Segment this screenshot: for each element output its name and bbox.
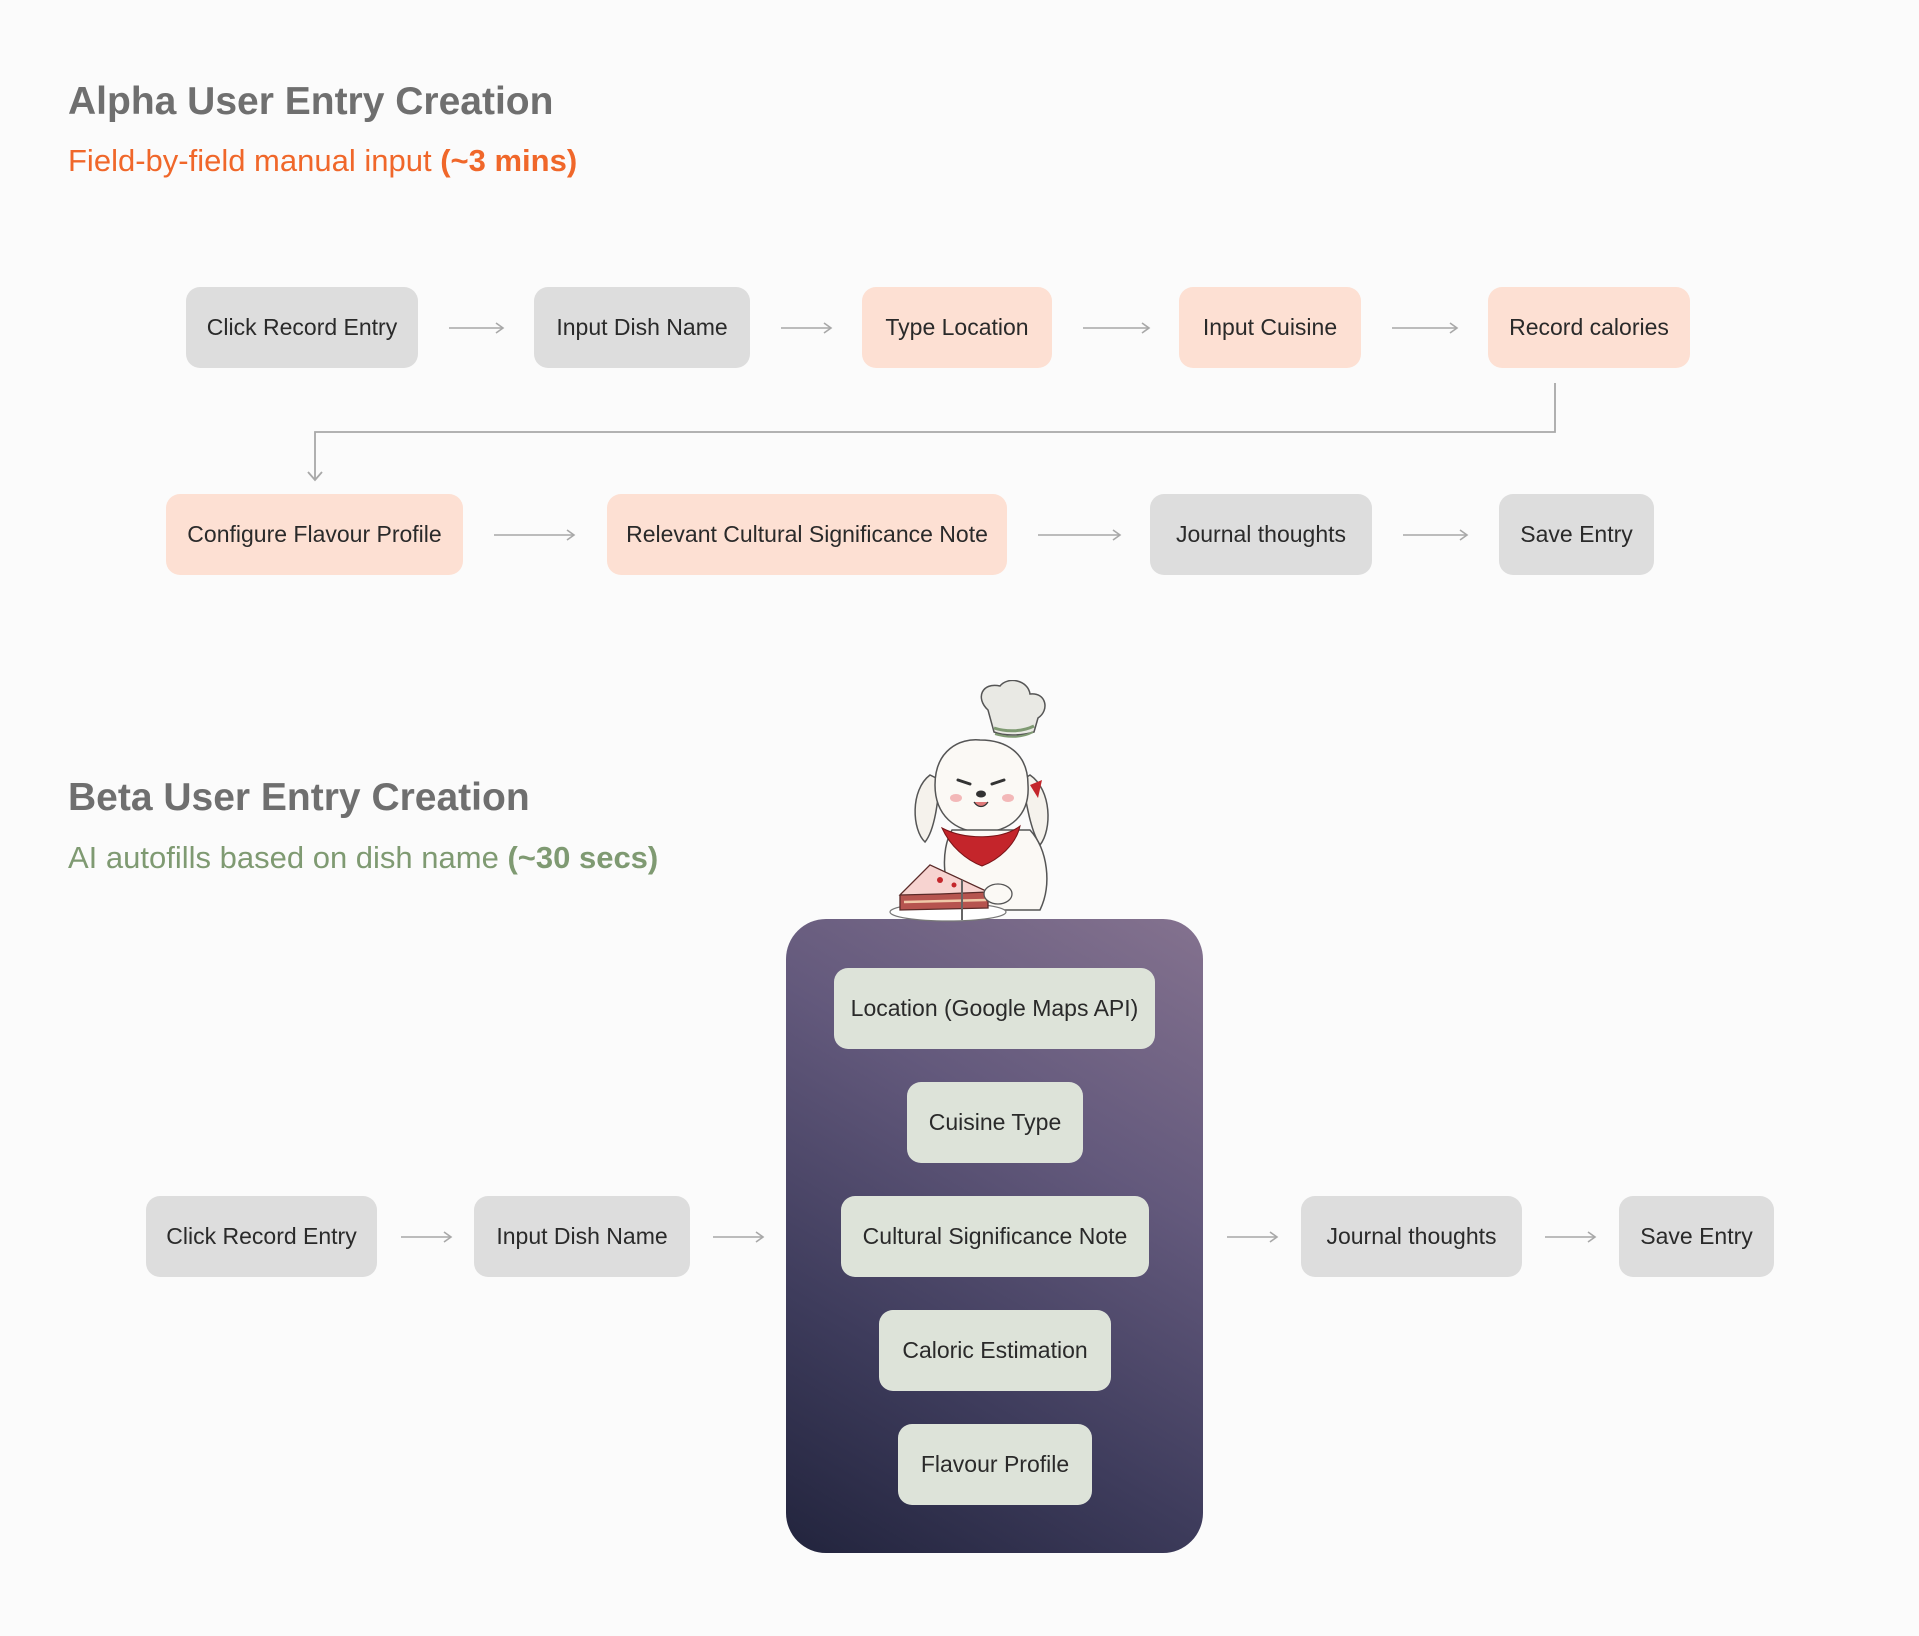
arrow-right-icon (1227, 1230, 1279, 1244)
arrow-right-icon (1038, 528, 1122, 542)
alpha-step-configure-flavour-profile: Configure Flavour Profile (166, 494, 463, 575)
arrow-right-icon (449, 321, 505, 335)
alpha-step-type-location: Type Location (862, 287, 1052, 368)
beta-title: Beta User Entry Creation (68, 776, 530, 819)
arrow-right-icon (1403, 528, 1469, 542)
beta-step-save-entry: Save Entry (1619, 1196, 1774, 1277)
beta-step-journal-thoughts: Journal thoughts (1301, 1196, 1522, 1277)
arrow-right-icon (781, 321, 833, 335)
arrow-right-icon (1545, 1230, 1597, 1244)
alpha-step-click-record-entry: Click Record Entry (186, 287, 418, 368)
alpha-step-input-cuisine: Input Cuisine (1179, 287, 1361, 368)
autofill-caloric-estimation: Caloric Estimation (879, 1310, 1111, 1391)
beta-subtitle: AI autofills based on dish name (~30 sec… (68, 840, 658, 876)
arrow-right-icon (713, 1230, 765, 1244)
beta-step-click-record-entry: Click Record Entry (146, 1196, 377, 1277)
autofill-location: Location (Google Maps API) (834, 968, 1155, 1049)
alpha-step-journal-thoughts: Journal thoughts (1150, 494, 1372, 575)
alpha-title: Alpha User Entry Creation (68, 80, 554, 123)
arrow-right-icon (401, 1230, 453, 1244)
arrow-right-icon (1392, 321, 1459, 335)
autofill-flavour-profile: Flavour Profile (898, 1424, 1092, 1505)
alpha-subtitle-time: (~3 mins) (440, 143, 578, 178)
beta-step-input-dish-name: Input Dish Name (474, 1196, 690, 1277)
arrow-right-icon (494, 528, 576, 542)
beta-subtitle-time: (~30 secs) (507, 840, 659, 875)
beta-subtitle-text: AI autofills based on dish name (68, 840, 508, 875)
alpha-step-save-entry: Save Entry (1499, 494, 1654, 575)
chef-dog-mascot-icon (889, 680, 1049, 922)
alpha-subtitle-text: Field-by-field manual input (68, 143, 441, 178)
alpha-step-record-calories: Record calories (1488, 287, 1690, 368)
alpha-step-input-dish-name: Input Dish Name (534, 287, 750, 368)
autofill-cuisine-type: Cuisine Type (907, 1082, 1083, 1163)
alpha-step-cultural-significance-note: Relevant Cultural Significance Note (607, 494, 1007, 575)
arrow-right-icon (1083, 321, 1151, 335)
autofill-cultural-significance-note: Cultural Significance Note (841, 1196, 1149, 1277)
alpha-subtitle: Field-by-field manual input (~3 mins) (68, 143, 577, 179)
